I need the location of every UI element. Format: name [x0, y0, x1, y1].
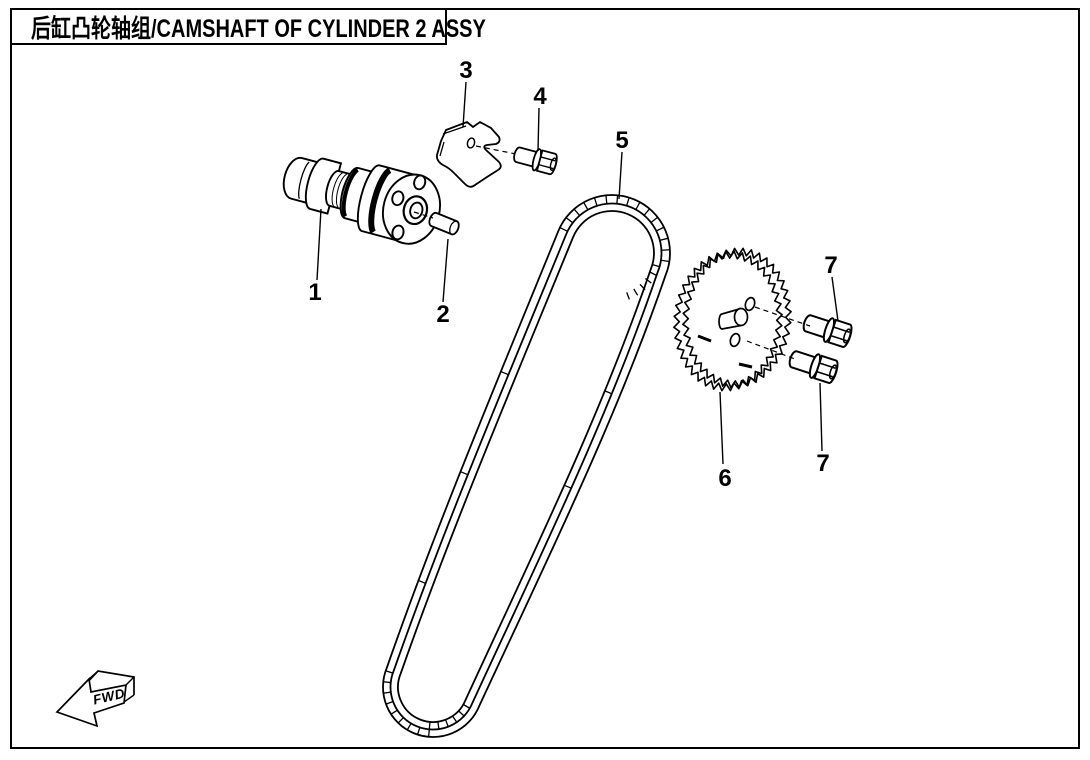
- page-title: 后缸凸轮轴组/CAMSHAFT OF CYLINDER 2 ASSY: [31, 14, 486, 43]
- callout-5: 5: [615, 127, 628, 154]
- chain-link-rungs: [383, 195, 670, 737]
- chain-contour-mid: [389, 202, 663, 731]
- plate-bolt-dashed-line: [475, 145, 517, 155]
- callout-2-leader: [442, 238, 449, 303]
- stopper-plate-part: [435, 120, 502, 188]
- bolt-7a-part: [799, 309, 855, 350]
- callout-1-leader: [316, 208, 322, 281]
- callout-3-leader: [462, 81, 467, 128]
- callout-7b: 7: [816, 450, 829, 477]
- callout-5-leader: [618, 151, 623, 200]
- title-box: 后缸凸轮轴组/CAMSHAFT OF CYLINDER 2 ASSY: [10, 8, 486, 45]
- callout-4-leader: [537, 107, 540, 152]
- pin-alignment-dashed-line: [413, 211, 434, 219]
- sprocket-rim-front: [682, 247, 792, 389]
- dowel-pin-part: [428, 211, 460, 236]
- callout-leader-lines: [316, 81, 839, 465]
- sprocket-details: [697, 296, 756, 369]
- page-frame: [10, 8, 1080, 749]
- chain-contour-inner: [397, 209, 655, 723]
- fwd-label: FWD: [92, 686, 127, 708]
- bolt-4-part: [510, 142, 560, 177]
- callout-7a: 7: [824, 252, 837, 279]
- callout-6-leader: [719, 391, 724, 465]
- camshaft-part: [282, 156, 441, 245]
- timing-chain-part: [382, 194, 671, 738]
- sprocket-timing-marks: [697, 334, 753, 369]
- callout-3: 3: [459, 57, 472, 84]
- sprocket-bolt-dashed-lines: [746, 306, 811, 360]
- chain-contour-outer: [382, 194, 671, 738]
- callout-4: 4: [533, 83, 547, 110]
- sprocket-part: [673, 247, 792, 392]
- sprocket-rim-back: [673, 250, 783, 392]
- fwd-arrow: FWD: [55, 670, 135, 728]
- callout-2: 2: [436, 301, 449, 328]
- callout-6: 6: [718, 465, 731, 492]
- callout-7a-leader: [831, 276, 839, 322]
- callout-7b-leader: [819, 382, 823, 452]
- callout-1: 1: [308, 279, 321, 306]
- bolt-7b-part: [785, 345, 841, 386]
